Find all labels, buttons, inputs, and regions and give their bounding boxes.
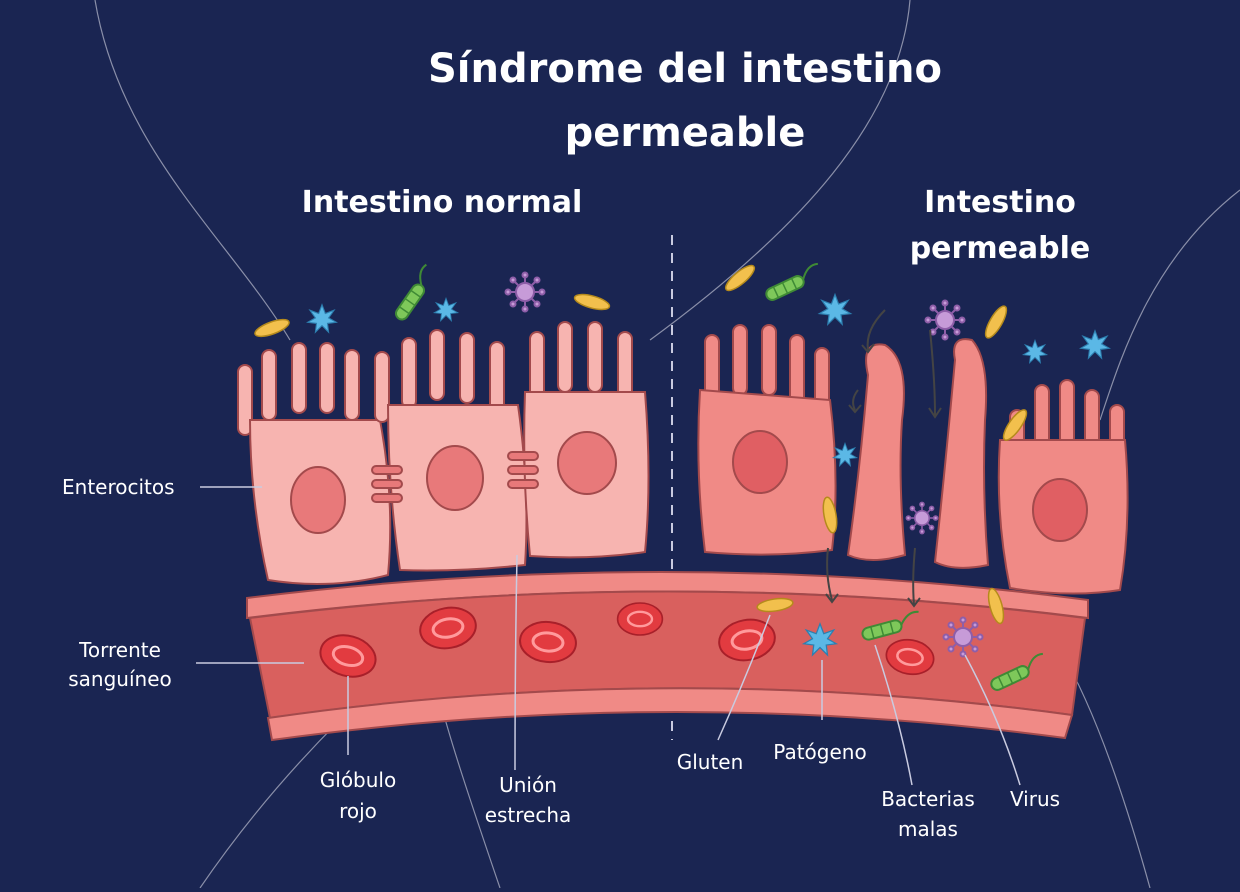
- enterocyte-normal-2: [374, 329, 528, 572]
- panel-title-leaky-line1: Intestino: [924, 185, 1076, 220]
- page-title-line1: Síndrome del intestino: [427, 46, 942, 92]
- panel-title-leaky-line2: permeable: [909, 231, 1091, 266]
- label-virus: Virus: [1009, 787, 1061, 811]
- label-union-line1: Unión: [499, 773, 557, 797]
- leader-lines: [196, 486, 1021, 786]
- label-bacterias-line2: malas: [898, 817, 958, 841]
- label-gluten: Gluten: [676, 750, 744, 774]
- arrow-icon: [825, 309, 942, 608]
- bacteria-icon: [390, 263, 439, 323]
- virus-icon: [905, 501, 939, 535]
- label-torrente-line2: sanguíneo: [68, 667, 172, 691]
- gluten-icon: [721, 261, 759, 295]
- page-title-line2: permeable: [564, 110, 806, 156]
- gluten-icon: [252, 315, 292, 341]
- pathogen-icon: [1022, 339, 1048, 364]
- tight-junction: [371, 451, 539, 503]
- pathogen-icon: [818, 293, 852, 325]
- gluten-icon: [981, 302, 1011, 342]
- label-torrente-line1: Torrente: [79, 638, 161, 662]
- virus-icon: [504, 271, 546, 313]
- label-enterocitos: Enterocitos: [62, 475, 175, 499]
- enterocyte-normal-3: [523, 321, 650, 559]
- enterocyte-leaky-3: [933, 338, 990, 569]
- enterocyte-normal-1: [237, 342, 392, 585]
- gluten-icon: [572, 290, 612, 314]
- enterocyte-leaky-4: [997, 379, 1129, 595]
- label-patogeno: Patógeno: [773, 740, 867, 764]
- pathogen-icon: [307, 304, 337, 333]
- background-curves: [94, 0, 1240, 889]
- label-bacterias-line1: Bacterias: [881, 787, 975, 811]
- pathogen-icon: [832, 442, 858, 467]
- pathogen-icon: [433, 297, 459, 322]
- label-globulo-line2: rojo: [339, 799, 377, 823]
- panel-title-normal: Intestino normal: [301, 185, 583, 220]
- enterocyte-leaky-2: [846, 343, 907, 561]
- pathogen-icon: [1080, 330, 1110, 359]
- enterocyte-leaky-1: [697, 324, 837, 556]
- label-union-line2: estrecha: [484, 803, 572, 827]
- bacteria-icon: [762, 261, 825, 303]
- label-globulo-line1: Glóbulo: [319, 768, 397, 792]
- virus-icon: [942, 616, 984, 658]
